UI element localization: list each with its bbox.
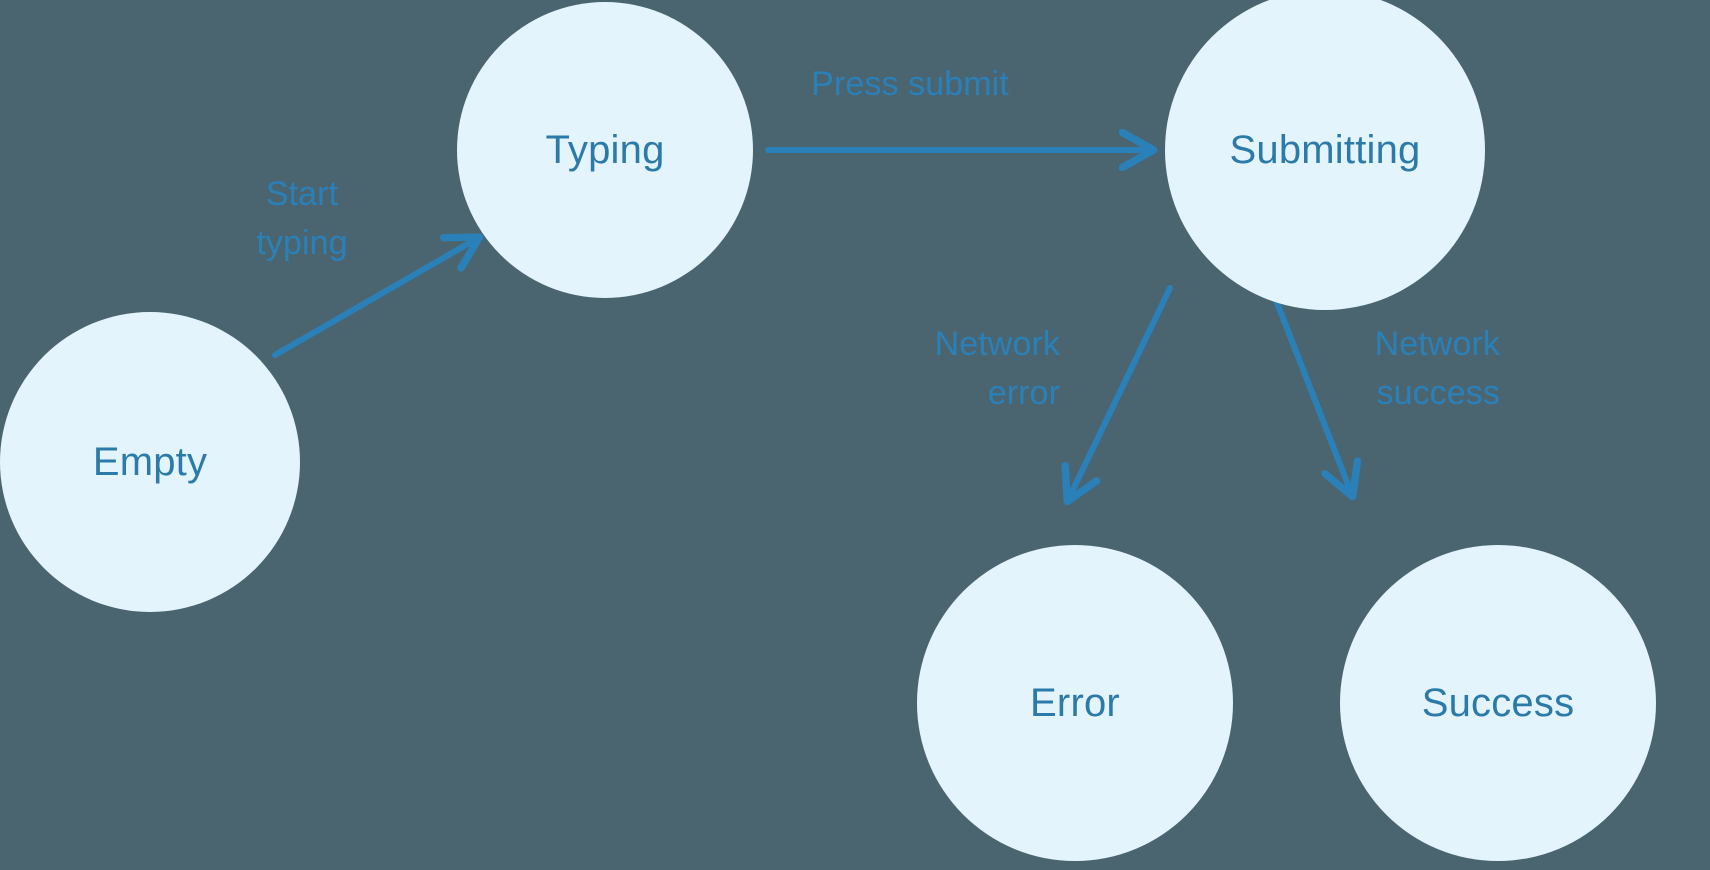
state-node-typing[interactable]: Typing: [457, 2, 753, 298]
edge-label-submitting-to-success: Network success: [1374, 325, 1500, 413]
edge-label-submitting-to-error: Network error: [934, 325, 1060, 413]
edge-label-empty-to-typing: Start typing: [256, 175, 348, 263]
state-node-success[interactable]: Success: [1340, 545, 1656, 861]
edge-label-typing-to-submitting: Press submit: [811, 65, 1009, 103]
edge-submitting-to-error: [1068, 285, 1173, 500]
state-node-error[interactable]: Error: [917, 545, 1233, 861]
state-node-label: Success: [1421, 681, 1575, 725]
state-node-label: Empty: [92, 440, 208, 484]
state-node-label: Error: [1030, 681, 1120, 725]
state-node-empty[interactable]: Empty: [0, 312, 300, 612]
state-node-label: Submitting: [1229, 128, 1421, 172]
state-node-submitting[interactable]: Submitting: [1165, 0, 1485, 310]
edge-submitting-to-success: [1269, 287, 1352, 495]
state-node-label: Typing: [545, 128, 665, 172]
edge-empty-to-typing: [272, 238, 478, 358]
